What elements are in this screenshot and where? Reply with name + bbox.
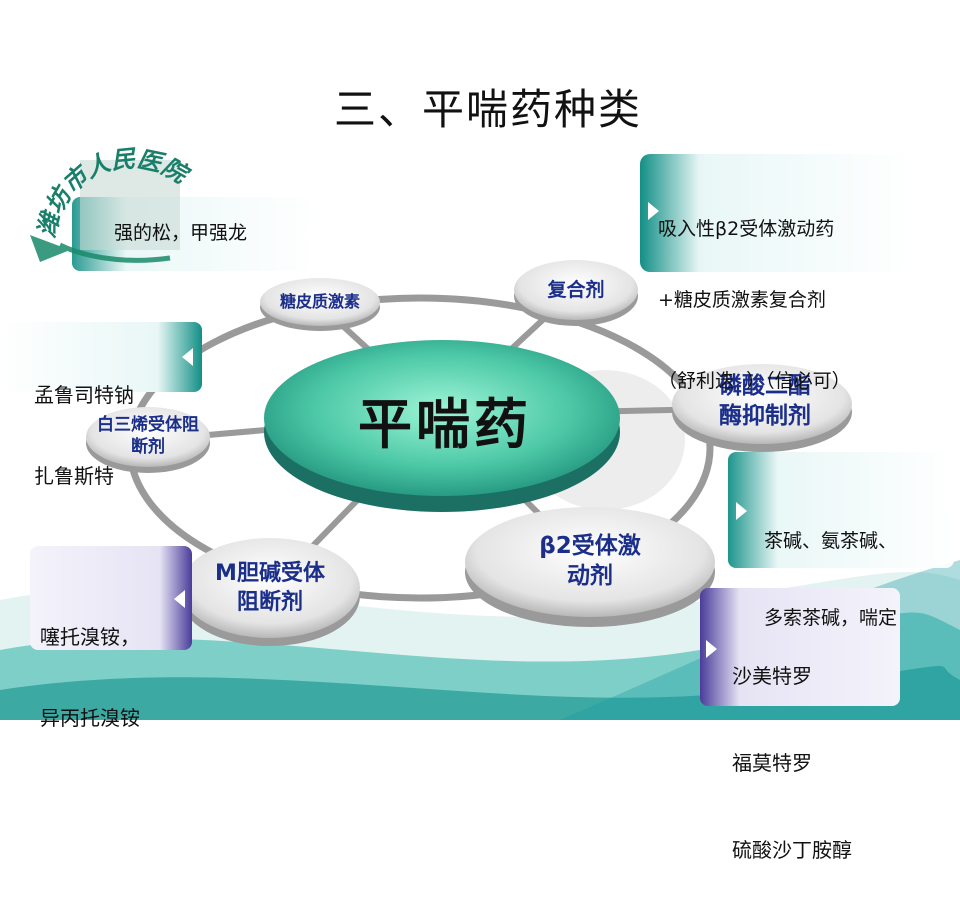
box-beta2-drugs: 沙美特罗 福莫特罗 硫酸沙丁胺醇 [700, 588, 900, 862]
slide: 潍坊市人民医院 三、平喘药种类 平喘药 糖皮质激素 复合剂 磷酸二酯 酶抑制剂 … [0, 85, 960, 862]
background-graphics [0, 154, 960, 720]
arrow-left-icon [302, 225, 313, 243]
center-node-label: 平喘药 [358, 393, 532, 456]
node-beta2-agonist: β2受体激 动剂 [539, 533, 641, 589]
logo-text: 潍坊市人民医院 [31, 96, 226, 266]
node-pde-inhibitor: 磷酸二酯 酶抑制剂 [719, 373, 811, 429]
arrow-right-icon [648, 202, 659, 220]
arrow-right-icon [706, 640, 717, 658]
node-combination: 复合剂 [547, 279, 605, 301]
node-glucocorticoid: 糖皮质激素 [279, 292, 360, 311]
node-m-cholinergic-blocker: M胆碱受体 阻断剂 [215, 561, 325, 615]
box-steroids-text: 强的松，甲强龙 [114, 222, 248, 244]
hospital-logo [30, 160, 180, 263]
box-leukotriene-drugs: 孟鲁司特钠 扎鲁斯特 [0, 322, 202, 488]
node-leukotriene-antagonist: 白三烯受体阻 断剂 [97, 415, 199, 458]
page-title: 三、平喘药种类 [333, 85, 642, 134]
arrow-right-icon [736, 502, 747, 520]
box-combo-drugs: 吸入性β2受体激动药 +糖皮质激素复合剂 （舒利迭 ）（信必可） [640, 154, 912, 392]
arrow-left-icon [174, 590, 185, 608]
box-anticholinergic: 噻托溴铵， 异丙托溴铵 [30, 546, 192, 730]
arrow-left-icon [182, 348, 193, 366]
box-steroids: 强的松，甲强龙 [72, 197, 318, 271]
box-theophylline: 茶碱、氨茶碱、 多索茶碱，喘定 [728, 452, 954, 629]
